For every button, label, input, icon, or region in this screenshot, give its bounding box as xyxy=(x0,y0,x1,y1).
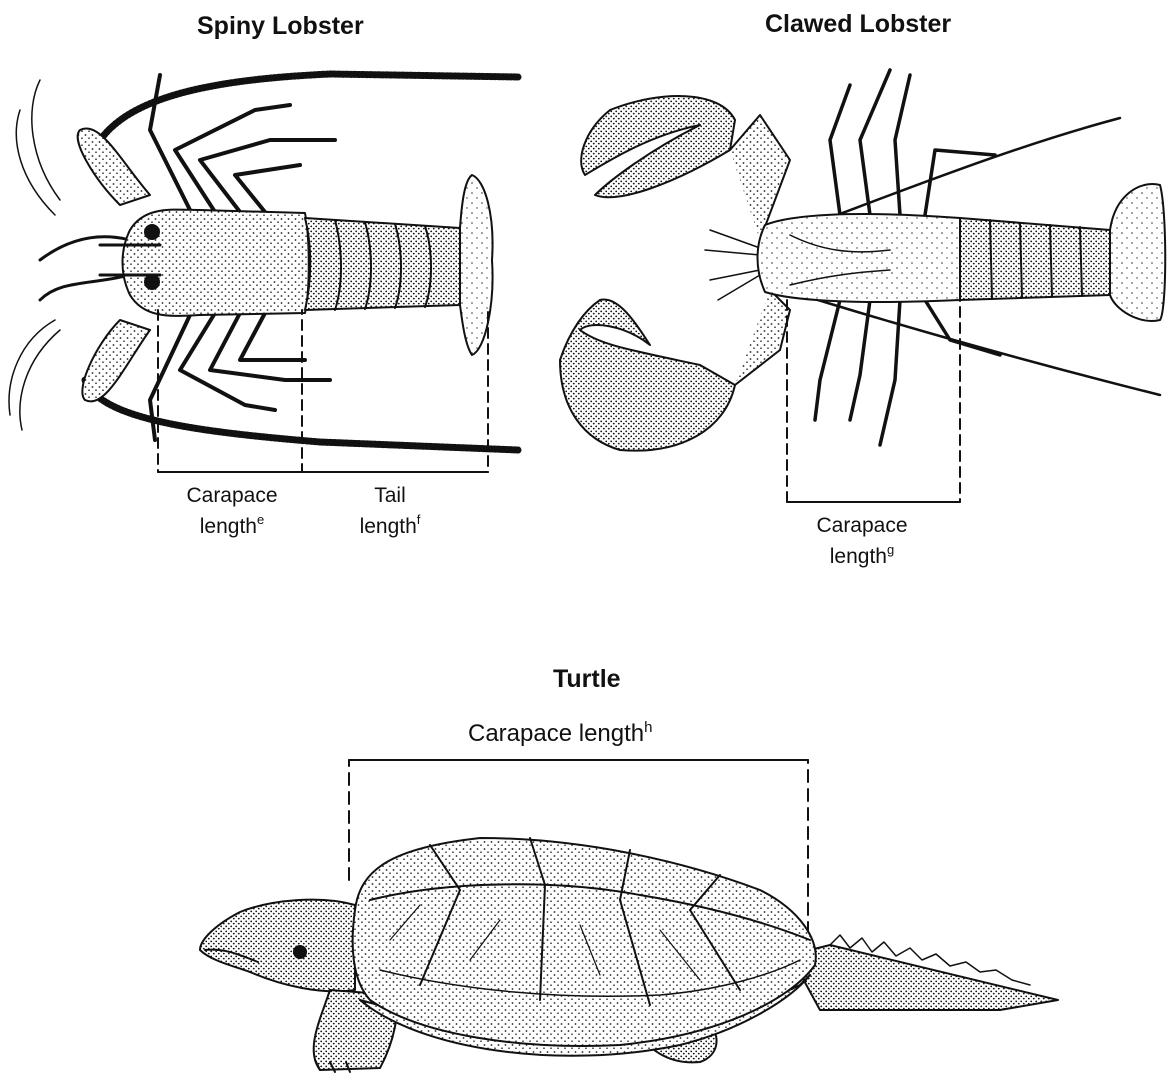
clawed-lobster-illustration xyxy=(560,70,1165,502)
spiny-lobster-illustration xyxy=(9,74,518,472)
spiny-tail xyxy=(305,218,466,310)
clawed-tail-fan xyxy=(1110,184,1165,321)
clawed-carapace xyxy=(758,214,964,302)
clawed-tail xyxy=(960,218,1114,300)
clawed-upper-claw xyxy=(581,96,735,197)
clawed-carapace-bracket xyxy=(787,300,960,502)
turtle-tail xyxy=(790,945,1058,1010)
clawed-lower-claw xyxy=(560,300,735,451)
snapping-turtle-illustration xyxy=(200,760,1058,1072)
turtle-head xyxy=(200,900,355,992)
turtle-carapace xyxy=(353,838,816,1046)
